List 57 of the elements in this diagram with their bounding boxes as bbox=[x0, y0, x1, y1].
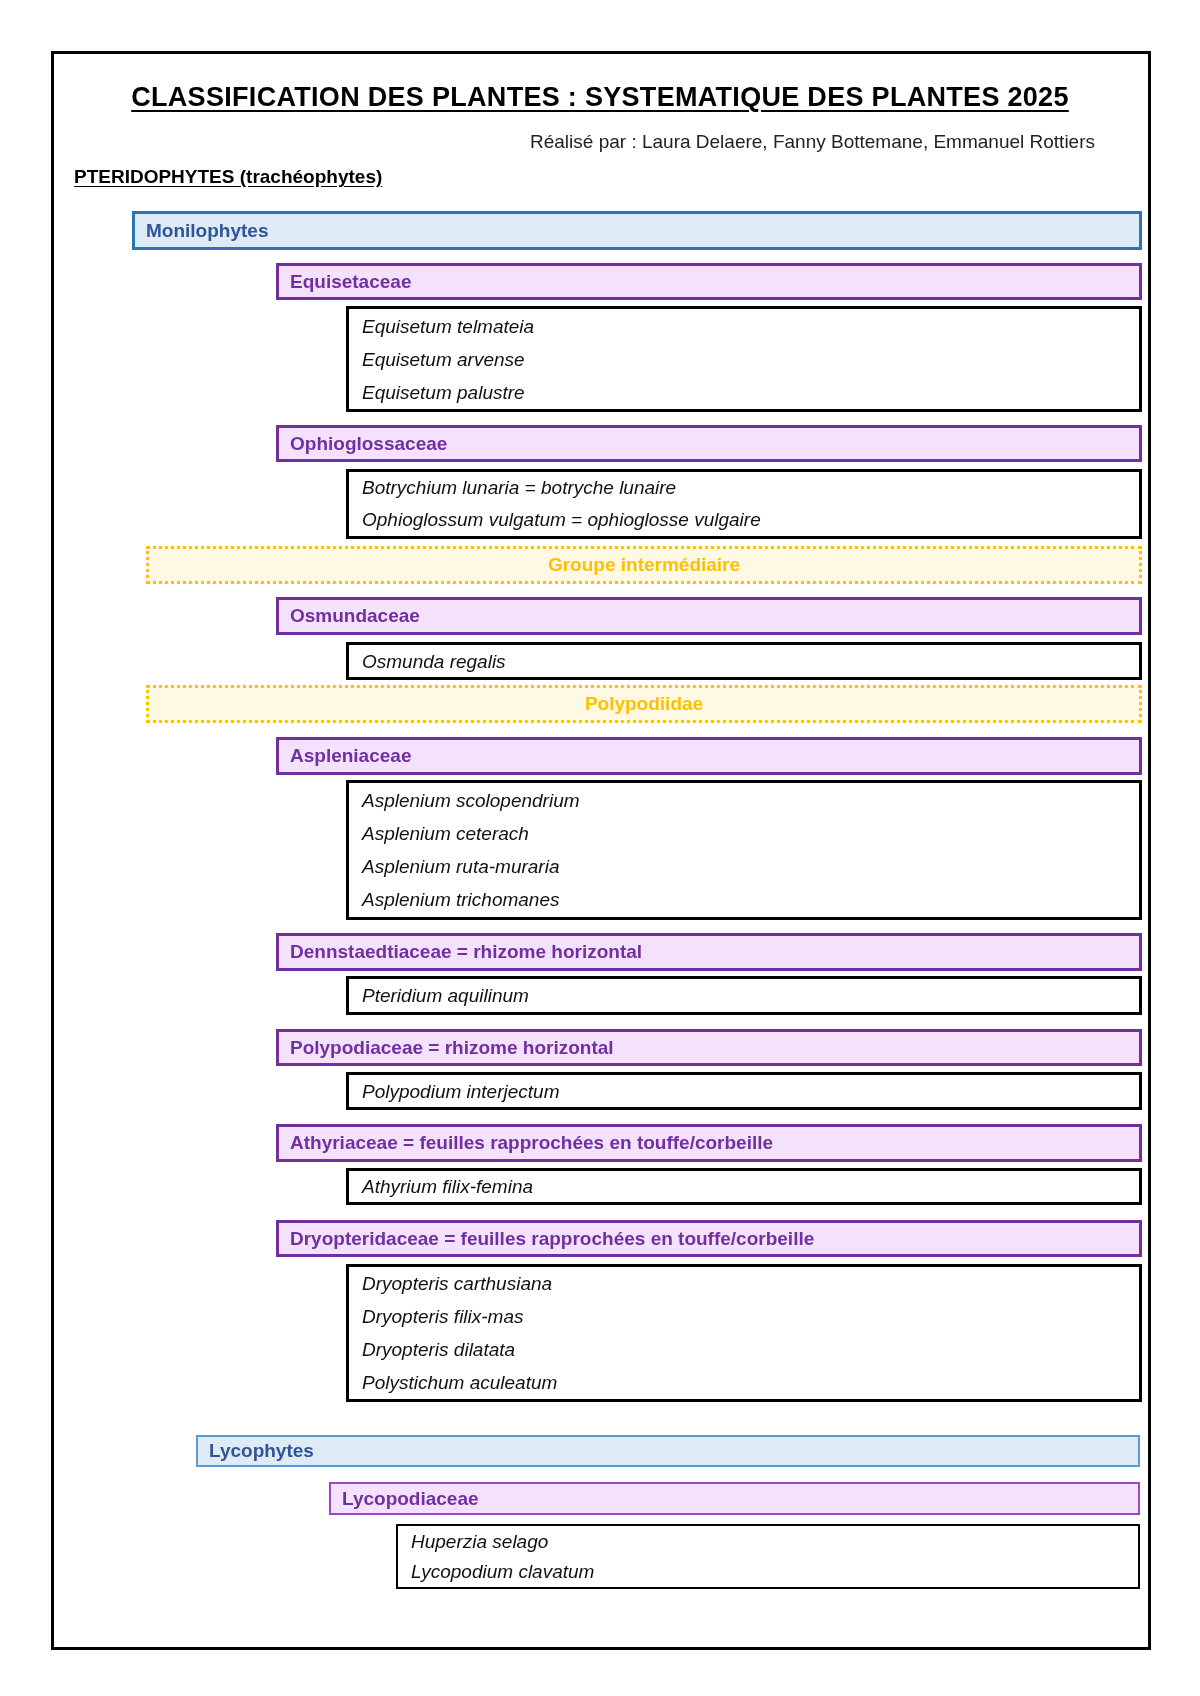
clade-bar bbox=[196, 1435, 1140, 1467]
species-name: Asplenium scolopendrium bbox=[362, 789, 580, 813]
species-list-box bbox=[346, 1168, 1142, 1205]
species-name: Asplenium trichomanes bbox=[362, 888, 560, 912]
family-name: Equisetaceae bbox=[290, 270, 412, 293]
group-name: Polypodiidae bbox=[584, 693, 704, 715]
species-list-box bbox=[346, 642, 1142, 680]
species-name: Dryopteris dilatata bbox=[362, 1338, 516, 1362]
species-list-box bbox=[346, 1264, 1142, 1402]
species-name: Osmunda regalis bbox=[362, 649, 506, 674]
family-name: Lycopodiaceae bbox=[342, 1487, 479, 1510]
species-name: Athyrium filix-femina bbox=[362, 1174, 534, 1199]
family-bar bbox=[276, 1124, 1142, 1162]
family-name: Dennstaedtiaceae = rhizome horizontal bbox=[290, 941, 643, 963]
section-heading: PTERIDOPHYTES (trachéophytes) bbox=[74, 166, 383, 188]
species-name: Dryopteris carthusiana bbox=[362, 1272, 553, 1296]
species-name: Huperzia selago bbox=[411, 1529, 549, 1554]
species-name: Equisetum palustre bbox=[362, 380, 525, 405]
species-list-box bbox=[346, 469, 1142, 539]
species-list-box bbox=[346, 1072, 1142, 1110]
family-name: Ophioglossaceae bbox=[290, 432, 448, 455]
species-list-box bbox=[346, 780, 1142, 920]
species-name: Lycopodium clavatum bbox=[411, 1559, 595, 1584]
species-list-box bbox=[396, 1524, 1140, 1589]
species-name: Equisetum telmateia bbox=[362, 314, 535, 339]
family-name: Aspleniaceae bbox=[290, 745, 412, 767]
species-name: Asplenium ruta-muraria bbox=[362, 855, 560, 879]
family-bar bbox=[329, 1482, 1140, 1515]
page-title: CLASSIFICATION DES PLANTES : SYSTEMATIQUE DES PLANTES 2025 bbox=[131, 82, 1069, 113]
clade-bar bbox=[132, 211, 1142, 250]
species-name: Dryopteris filix-mas bbox=[362, 1305, 524, 1329]
family-bar bbox=[276, 597, 1142, 635]
species-name: Asplenium ceterach bbox=[362, 822, 529, 846]
group-name: Groupe intermédiaire bbox=[547, 554, 741, 576]
species-name: Polystichum aculeatum bbox=[362, 1371, 558, 1395]
species-name: Polypodium interjectum bbox=[362, 1079, 560, 1104]
family-name: Polypodiaceae = rhizome horizontal bbox=[290, 1036, 614, 1059]
species-name: Pteridium aquilinum bbox=[362, 983, 529, 1008]
species-list-box bbox=[346, 306, 1142, 412]
species-name: Equisetum arvense bbox=[362, 347, 525, 372]
author-credit: Réalisé par : Laura Delaere, Fanny Bottemane, Emmanuel Rottiers bbox=[530, 131, 1095, 153]
family-bar bbox=[276, 1029, 1142, 1066]
family-bar bbox=[276, 933, 1142, 971]
species-name: Ophioglossum vulgatum = ophioglosse vulgaire bbox=[362, 508, 761, 532]
species-name: Botrychium lunaria = botryche lunaire bbox=[362, 476, 677, 500]
family-name: Athyriaceae = feuilles rapprochées en touffe/corbeille bbox=[290, 1132, 774, 1154]
group-banner bbox=[146, 685, 1142, 723]
family-name: Dryopteridaceae = feuilles rapprochées en touffe/corbeille bbox=[290, 1227, 815, 1250]
clade-name: Lycophytes bbox=[209, 1440, 314, 1462]
species-list-box bbox=[346, 976, 1142, 1015]
family-bar bbox=[276, 737, 1142, 775]
family-bar bbox=[276, 425, 1142, 462]
clade-name: Monilophytes bbox=[146, 219, 269, 242]
group-banner bbox=[146, 546, 1142, 584]
family-name: Osmundaceae bbox=[290, 605, 420, 627]
family-bar bbox=[276, 1220, 1142, 1257]
family-bar bbox=[276, 263, 1142, 300]
